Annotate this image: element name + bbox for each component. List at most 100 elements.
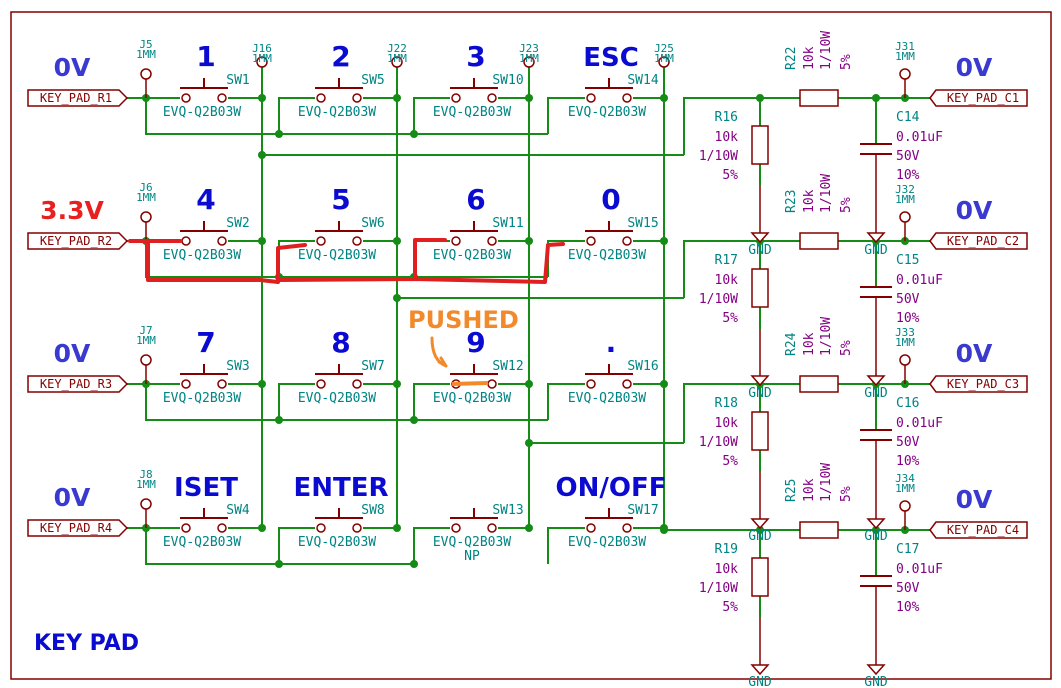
switch-part: EVQ-Q2B03W [163,105,241,120]
jumper-j5-pad [140,68,152,80]
key-label: 2 [331,40,350,73]
junction-dot [393,294,401,302]
pushed-arrow [430,336,448,368]
cap-value: 10% [896,311,920,326]
switch-ref: SW10 [492,73,523,88]
key-label: 9 [466,326,485,359]
switch-sw8-pin [352,523,362,533]
key-label: 6 [466,183,485,216]
switch-sw1-pin [181,93,191,103]
switch-part: EVQ-Q2B03W [433,105,511,120]
resistor-r18-body [751,411,769,451]
port-label: KEY_PAD_R4 [40,521,112,535]
key-label: ENTER [293,473,388,503]
switch-part: EVQ-Q2B03W [568,535,646,550]
switch-sw17-pin [586,523,596,533]
resistor-ref: R17 [715,253,738,268]
cap-ref: C16 [896,396,919,411]
jumper-j33-pad [899,354,911,366]
switch-sw2-pin [181,236,191,246]
jumper-j8-pad [140,498,152,510]
resistor-r23-body [799,232,839,250]
cap-value: 50V [896,149,920,164]
junction-dot [275,130,283,138]
switch-ref: SW15 [627,216,658,231]
switch-part: EVQ-Q2B03W [568,105,646,120]
row-bus-wire [145,528,412,565]
key-label: . [606,326,617,359]
row-branch-wire [413,383,450,420]
resistor-ref: R23 [784,190,799,213]
switch-sw13-pin [487,523,497,533]
gnd-icon [866,232,886,244]
junction-dot [660,237,668,245]
port-key_pad_r3 [27,375,129,393]
gnd-label: GND [748,529,772,544]
switch-sw3-pin [217,379,227,389]
pushed-contact-mark [451,381,489,386]
switch-sw5-pin [352,93,362,103]
cap-value: 50V [896,435,920,450]
junction-dot [258,524,266,532]
jumper-ref: J31 [895,40,915,53]
resistor-value: 1/10W [819,317,834,356]
switch-part: EVQ-Q2B03W [163,248,241,263]
row-branch-wire [547,527,585,564]
junction-dot [275,560,283,568]
row-branch-wire [278,97,315,134]
jumper-j25-pad [658,56,670,68]
key-label: 7 [196,326,215,359]
resistor-value: 1/10W [699,581,738,596]
switch-ref: SW7 [361,359,384,374]
jumper-value: 1MM [895,193,915,206]
jumper-j34-pad [899,500,911,512]
switch-sw15-pin [586,236,596,246]
jumper-value: 1MM [654,52,674,65]
resistor-value: 5% [722,454,738,469]
key-label: 1 [196,40,215,73]
resistor-value: 1/10W [699,149,738,164]
port-key_pad_c3 [929,375,1028,393]
jumper-j23-pad [523,56,535,68]
switch-ref: SW5 [361,73,384,88]
switch-sw11-pin [451,236,461,246]
row-voltage: 0V [54,483,91,512]
sheet-border [10,11,1052,680]
switch-sw17-pin [622,523,632,533]
switch-part: EVQ-Q2B03W [163,391,241,406]
resistor-value: 5% [839,54,854,70]
switch-ref: SW2 [226,216,249,231]
junction-dot [660,94,668,102]
resistor-r22-body [799,89,839,107]
jumper-j31-pad [899,68,911,80]
resistor-ref: R18 [715,396,738,411]
switch-part: EVQ-Q2B03W [298,248,376,263]
port-key_pad_r1 [27,89,129,107]
switch-ref: SW17 [627,503,658,518]
switch-sw8-pin [316,523,326,533]
switch-part: EVQ-Q2B03W [433,248,511,263]
jumper-ref: J8 [139,468,152,481]
column-voltage: 0V [956,53,993,82]
switch-ref: SW11 [492,216,523,231]
jumper-ref: J23 [519,42,539,55]
row-bus-wire [145,384,412,421]
key-label: ON/OFF [556,473,667,503]
row-voltage: 0V [54,53,91,82]
resistor-value: 1/10W [699,435,738,450]
switch-ref: SW6 [361,216,384,231]
cap-value: 0.01uF [896,562,943,577]
resistor-value: 5% [722,600,738,615]
port-label: KEY_PAD_C4 [947,523,1019,537]
switch-sw14-pin [586,93,596,103]
resistor-value: 5% [722,168,738,183]
switch-sw16-pin [586,379,596,389]
jumper-j32-pad [899,211,911,223]
resistor-ref: R16 [715,110,738,125]
switch-sw15-pin [622,236,632,246]
junction-dot [393,380,401,388]
junction-dot [525,439,533,447]
switch-note: NP [464,549,480,564]
resistor-value: 1/10W [819,463,834,502]
jumper-value: 1MM [895,482,915,495]
